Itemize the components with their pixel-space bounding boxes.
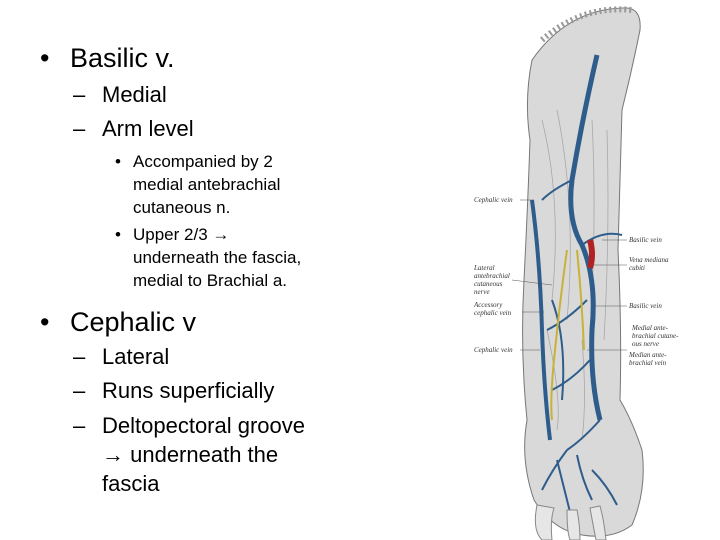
hand — [534, 504, 607, 540]
basilic-detail-1-line-2: medial antebrachial — [133, 175, 281, 194]
brachial-artery — [587, 239, 595, 269]
basilic-sub-medial: Medial — [102, 82, 167, 107]
basilic-detail-2-line-3: medial to Brachial a. — [133, 271, 288, 290]
label-medial-nerve-2: brachial cutane- — [632, 332, 679, 340]
label-basilic-vein-lower: Basilic vein — [629, 302, 662, 310]
dash: – — [73, 344, 86, 369]
dash: – — [73, 82, 86, 107]
cephalic-sub-deltopectoral-line-3: fascia — [102, 471, 160, 496]
basilic-detail-2-line-1: Upper 2/3 → — [133, 225, 230, 244]
label-lateral-nerve-3: cutaneous — [474, 280, 503, 288]
cephalic-sub-deltopectoral: Deltopectoral groove — [102, 413, 306, 438]
label-median-vein-1: Median ante- — [628, 351, 667, 359]
basilic-detail-1-line-1: Accompanied by 2 — [133, 152, 273, 171]
shoulder-fibers — [540, 6, 633, 43]
label-vena-mediana-2: cubiti — [629, 264, 645, 272]
label-accessory-cephalic-2: cephalic vein — [474, 309, 512, 317]
basilic-detail-2-line-2: underneath the fascia, — [133, 248, 302, 267]
cephalic-heading: Cephalic v — [70, 307, 197, 337]
dash: – — [73, 413, 86, 438]
label-lateral-nerve-4: nerve — [474, 288, 490, 296]
cephalic-sub-superficial: Runs superficially — [102, 378, 275, 403]
label-cephalic-vein-lower: Cephalic vein — [474, 346, 513, 354]
cephalic-sub-deltopectoral-line-2: → underneath the — [102, 442, 279, 467]
label-medial-nerve-3: ous nerve — [632, 340, 659, 348]
bullet-dot: • — [40, 43, 50, 73]
text-panel: • Basilic v. – Medial – Arm level • Acco… — [40, 43, 306, 496]
dash: – — [73, 378, 86, 403]
cephalic-sub-lateral: Lateral — [102, 344, 170, 369]
label-lateral-nerve-1: Lateral — [473, 264, 495, 272]
vein-tributaries — [541, 179, 623, 521]
bullet-dot: • — [115, 225, 121, 244]
basilic-detail-1-line-3: cutaneous n. — [133, 198, 231, 217]
arm-vein-illustration: Cephalic vein Lateral antebrachial cutan… — [473, 6, 679, 540]
label-median-vein-2: brachial vein — [629, 359, 667, 367]
basilic-heading: Basilic v. — [70, 43, 175, 73]
label-accessory-cephalic-1: Accessory — [473, 301, 503, 309]
label-medial-nerve-1: Medial ante- — [631, 324, 669, 332]
label-vena-mediana-1: Vena mediana — [629, 256, 669, 264]
basilic-sub-arm-level: Arm level — [102, 116, 194, 141]
bullet-dot: • — [40, 307, 50, 337]
cephalic-vein-line — [530, 199, 552, 441]
label-basilic-vein: Basilic vein — [629, 236, 662, 244]
cutaneous-nerves — [550, 249, 585, 421]
bullet-dot: • — [115, 152, 121, 171]
label-cephalic-vein: Cephalic vein — [474, 196, 513, 204]
arm-outline — [522, 7, 644, 537]
label-lateral-nerve-2: antebrachial — [474, 272, 510, 280]
dash: – — [73, 116, 86, 141]
